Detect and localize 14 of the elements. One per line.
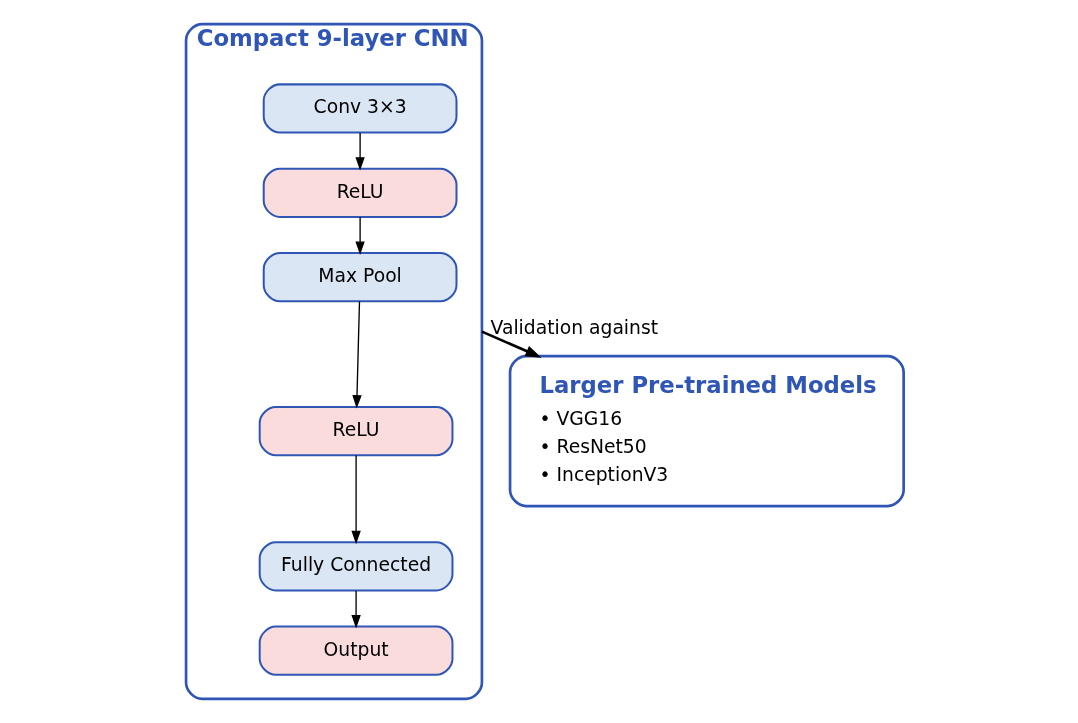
node-box: Larger Pre-trained Models • VGG16 • ResNet50 • InceptionV3 <box>508 354 905 508</box>
node-box: Conv 3×3 <box>262 83 457 134</box>
node-box: ReLU <box>258 406 453 457</box>
arrow <box>350 590 361 629</box>
arrow <box>351 300 362 409</box>
arrow <box>354 132 365 171</box>
node-box: Output <box>258 625 453 676</box>
edge-label: Validation against <box>490 316 658 338</box>
node-box: Fully Connected <box>258 541 453 592</box>
arrow <box>350 454 361 545</box>
arrow <box>354 216 365 255</box>
arrow <box>480 330 541 358</box>
node-box: Max Pool <box>262 252 457 303</box>
node-box: ReLU <box>262 167 457 218</box>
